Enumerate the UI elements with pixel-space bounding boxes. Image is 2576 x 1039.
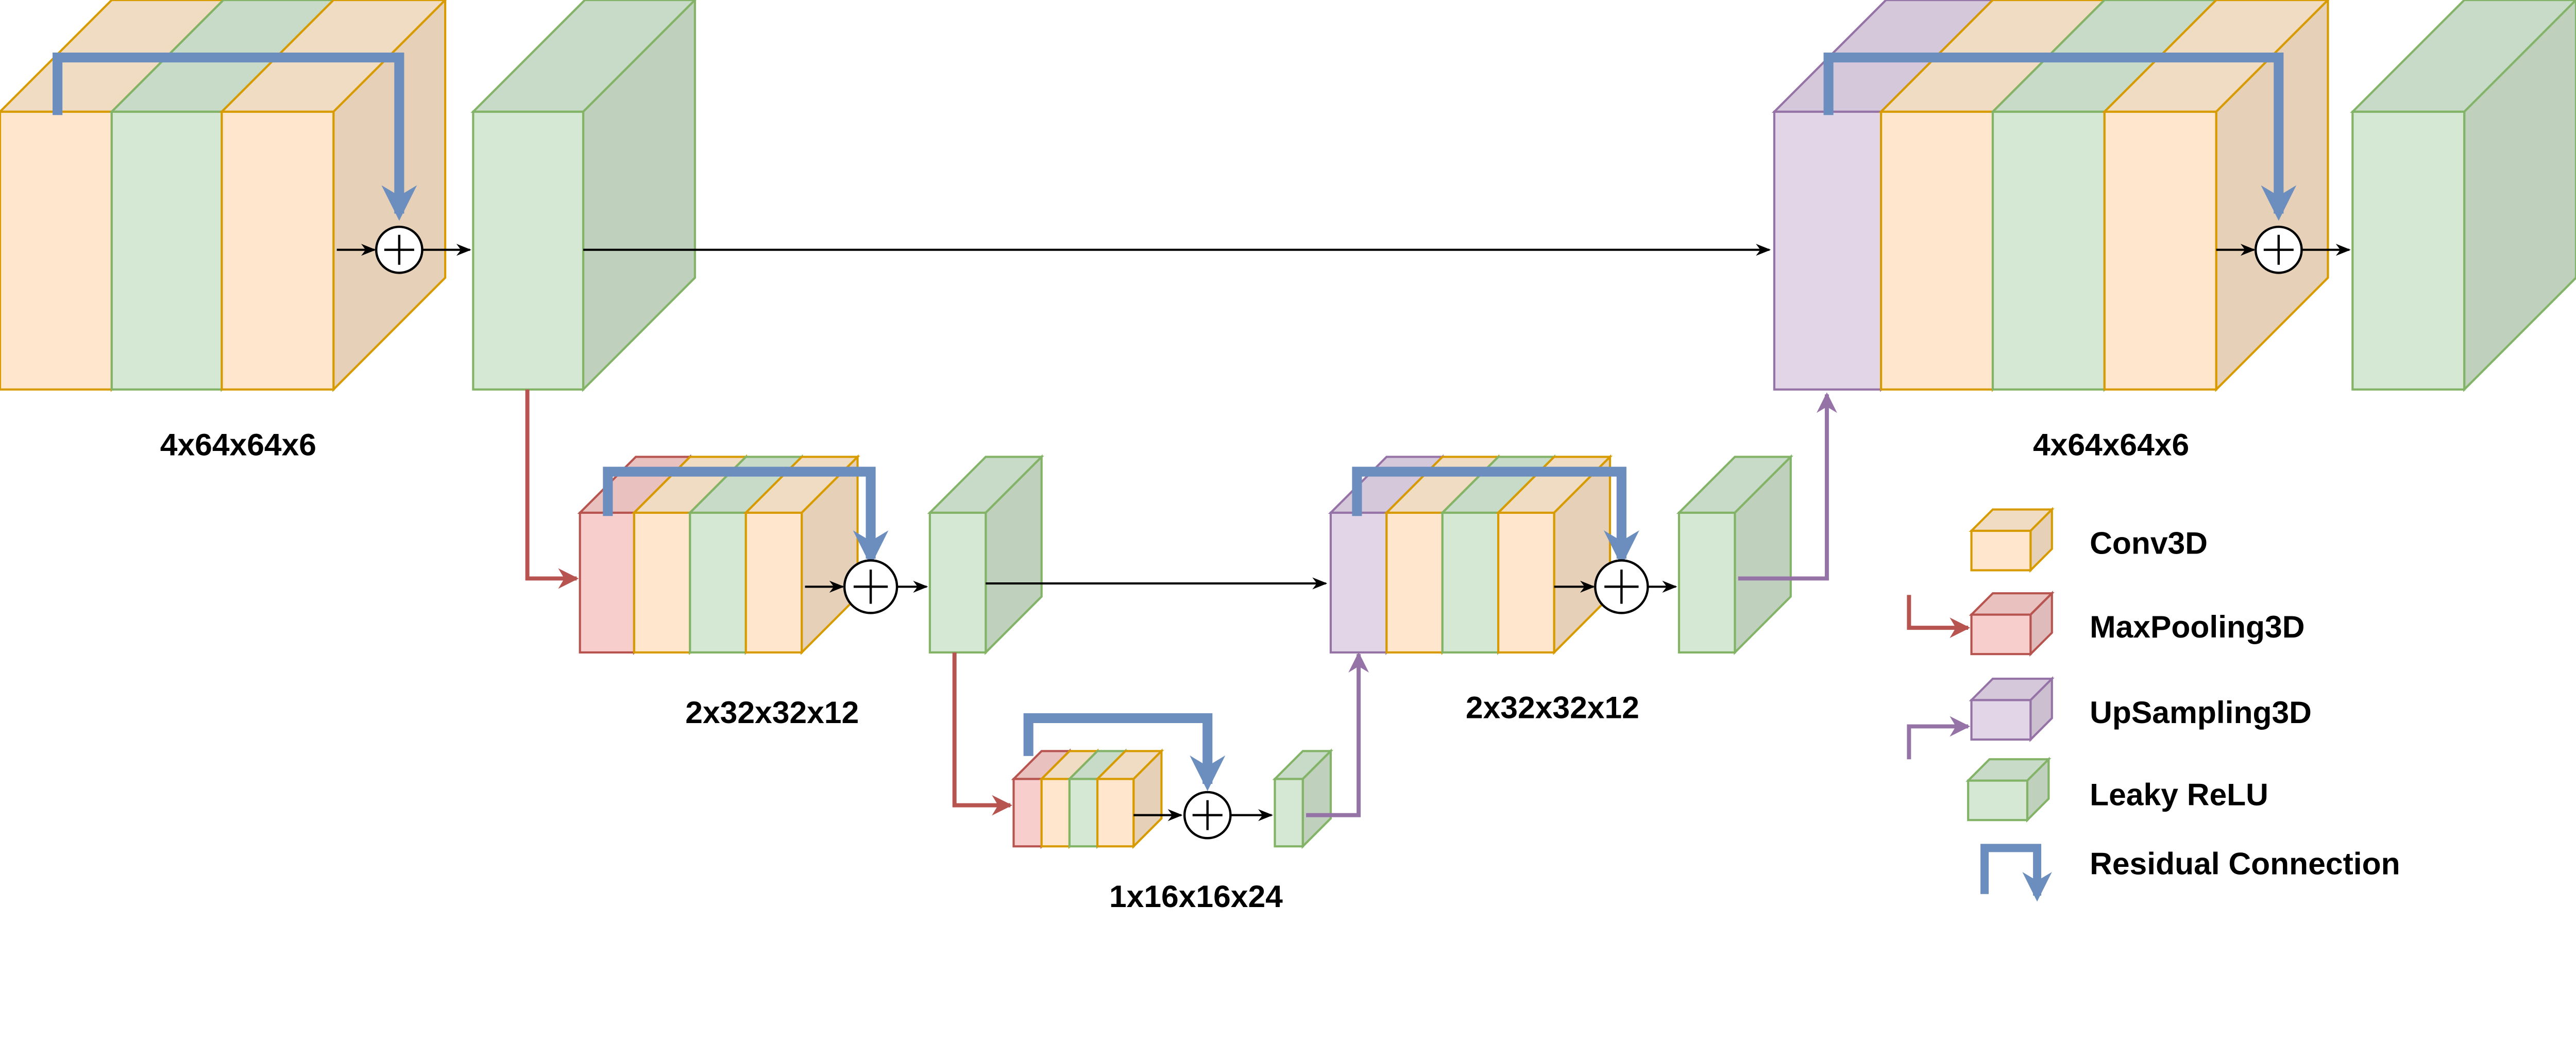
decoder2-block-conv3d-layer [1496,454,1613,655]
bottleneck-activation-front [1274,778,1304,848]
unet-architecture-diagram: 4x64x64x6 2x32x32x12 1x16x16x24 2x32x32x… [0,0,2576,914]
add-node [843,559,899,614]
residual-connection-arrow [1352,466,1639,566]
add-node [1594,559,1649,614]
add-node [1183,791,1232,840]
legend-maxpooling3d-cube [1969,591,2055,657]
upsample-arrow [1306,652,1369,817]
bottleneck-block-conv3d-layer [1095,748,1164,849]
legend-label-maxpooling3d: MaxPooling3D [2090,609,2304,644]
legend-maxpooling3d-cube-front [1970,613,2032,656]
bottleneck-block-conv3d-layer-front [1096,778,1135,848]
bottleneck-block-leaky-relu-layer-front [1068,778,1099,848]
legend-upsampling3d-cube-front [1970,699,2032,741]
legend-label-conv3d: Conv3D [2090,526,2208,561]
legend-upsampling3d-cube [1969,676,2055,742]
bottleneck-block-conv3d-layer-front [1040,778,1071,848]
label-decoder-level1: 4x64x64x6 [2033,427,2189,462]
residual-connection-arrow [53,53,417,221]
encoder2-block-conv3d-layer-front [633,511,691,654]
residual-connection-arrow [603,466,889,566]
residual-connection-arrow [1823,53,2297,221]
legend-leaky-relu-cube-front [1967,779,2029,822]
bottleneck-block-maxpooling3d-layer-front [1012,778,1043,848]
plus-icon [853,569,888,604]
encoder2-block-leaky-relu-layer-front [689,511,747,654]
label-decoder-level2: 2x32x32x12 [1466,690,1639,725]
plus-icon [384,234,414,265]
plus-icon [1604,569,1639,604]
label-encoder-level1: 4x64x64x6 [160,427,316,462]
encoder1-activation-front [472,110,585,391]
encoder1-block-leaky-relu-layer-front [110,110,223,391]
legend-label-upsampling3d: UpSampling3D [2090,695,2312,730]
plus-icon [2263,234,2294,265]
decoder2-block-conv3d-layer-front [1385,511,1444,654]
legend-upsample-arrow [1907,716,1971,760]
legend-residual-arrow [1980,844,2052,902]
maxpool-arrow [952,652,1013,816]
decoder2-activation [1676,454,1793,655]
output-activation-front [2351,110,2466,391]
decoder2-block-upsampling3d-layer-front [1329,511,1388,654]
legend-conv3d-cube [1969,507,2055,573]
encoder2-activation [927,454,1044,655]
output-activation [2350,0,2576,392]
decoder2-activation-front [1677,511,1736,654]
decoder2-block-conv3d-layer-front [1497,511,1555,654]
decoder1-block-leaky-relu-layer-front [1991,110,2106,391]
encoder1-activation [470,0,697,392]
decoder2-block-leaky-relu-layer-front [1441,511,1500,654]
encoder2-activation-front [928,511,987,654]
legend-conv3d-cube-front [1970,529,2032,572]
add-node [2254,225,2303,274]
label-encoder-level2: 2x32x32x12 [685,695,859,730]
legend-label-residual: Residual Connection [2090,846,2400,881]
decoder1-block-conv3d-layer-front [1880,110,1994,391]
add-node [375,225,423,274]
legend-maxpool-arrow [1907,595,1971,639]
legend-label-leaky-relu: Leaky ReLU [2090,777,2268,812]
encoder2-block-maxpooling3d-layer-front [579,511,635,654]
legend-leaky-relu-cube [1965,757,2052,823]
label-bottleneck: 1x16x16x24 [1109,879,1283,914]
maxpool-arrow [525,389,579,589]
decoder1-block-upsampling3d-layer-front [1773,110,1883,391]
bottleneck-activation [1272,748,1333,849]
residual-connection-arrow [1023,713,1226,791]
encoder2-block-conv3d-layer-front [744,511,803,654]
encoder1-block-conv3d-layer-front [0,110,113,391]
plus-icon [1192,800,1223,830]
upsample-arrow [1738,392,1837,581]
encoder1-block-conv3d-layer-front [221,110,335,391]
decoder1-block-conv3d-layer-front [2103,110,2217,391]
